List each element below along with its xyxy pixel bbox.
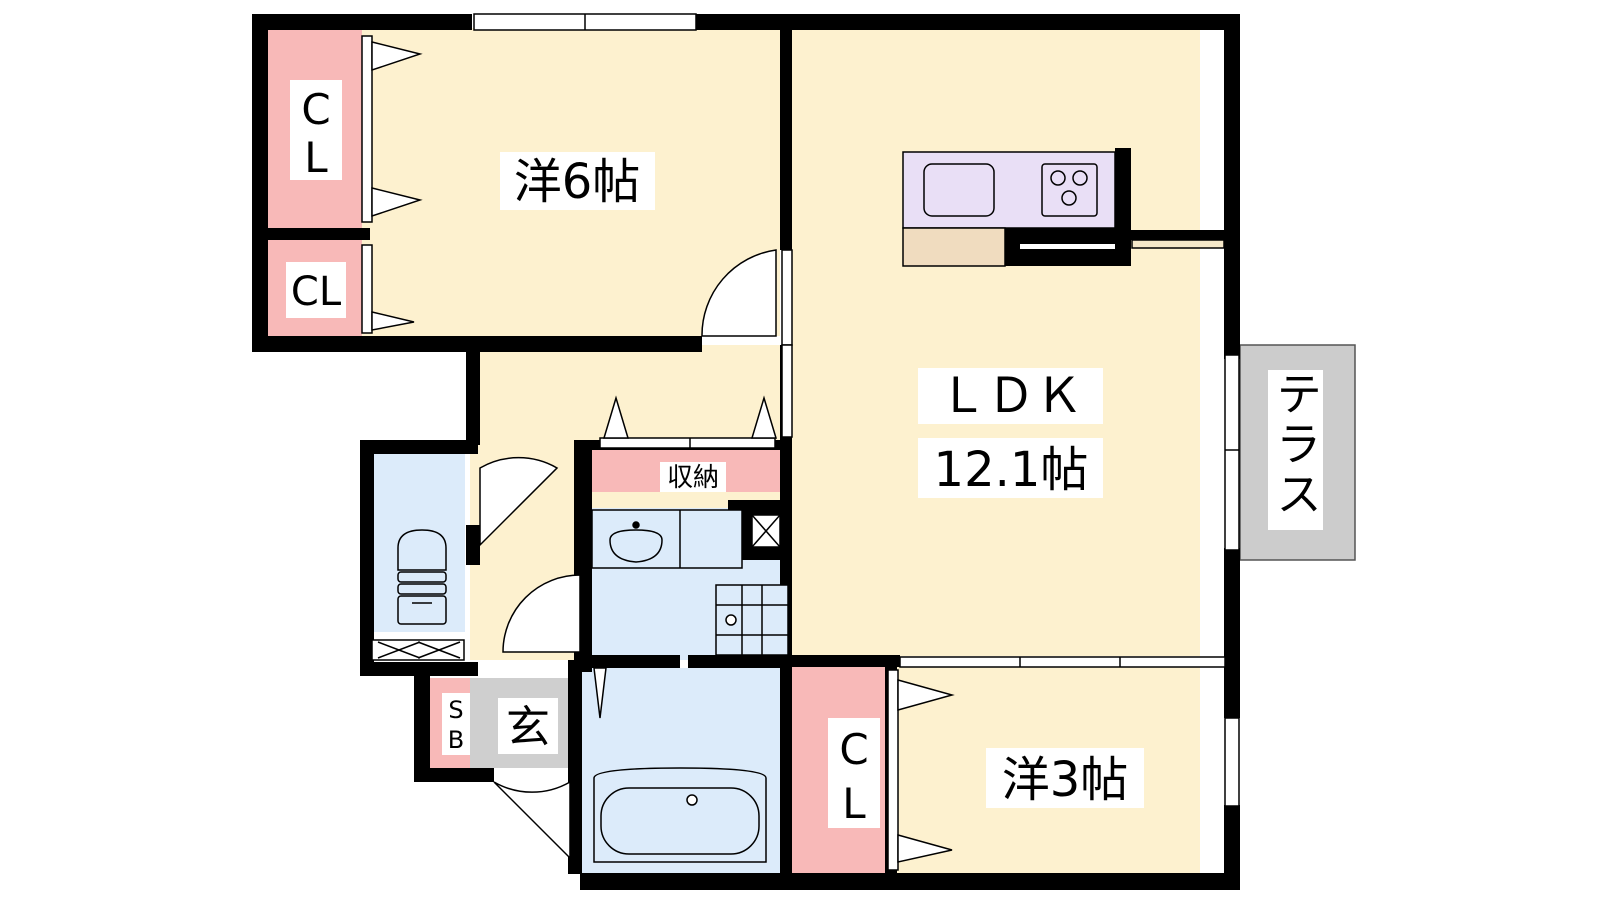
closet-top-label-l: L: [304, 133, 328, 182]
closet-top-label-c: C: [301, 85, 330, 134]
washbasin-icon: [591, 509, 743, 569]
terrace-label: テラス: [1269, 370, 1323, 520]
room-label-ldk: ＬＤＫ: [939, 368, 1083, 424]
room-label-western-3: 洋3帖: [1002, 752, 1129, 808]
shoe-box-label-s: S: [448, 696, 463, 724]
room-label-ldk-size: 12.1帖: [934, 442, 1089, 498]
toilet-icon: [371, 529, 465, 661]
closet-bottom-label-l: L: [842, 779, 866, 828]
room-label-western-6: 洋6帖: [514, 154, 641, 210]
bathtub-icon: [593, 767, 767, 863]
duct-icon: [751, 514, 781, 548]
shoe-box-label-b: B: [448, 726, 464, 754]
kitchen-counter-lower: [902, 227, 1006, 267]
swing-doors: [479, 249, 777, 860]
kitchen-unit: [902, 151, 1116, 267]
closet-doors: [361, 35, 955, 871]
laundry-pan-icon: [715, 584, 789, 656]
entrance-label: 玄: [506, 702, 550, 753]
labels: 洋6帖 ＬＤＫ 12.1帖 洋3帖 テラス 収納 玄 S B C L CL C …: [286, 80, 1323, 828]
ldk-floor: [790, 28, 1200, 656]
storage-label: 収納: [667, 463, 719, 493]
sink-icon: [923, 163, 995, 217]
closet-mid-label: CL: [291, 269, 342, 315]
stove-icon: [1041, 163, 1098, 217]
closet-bottom-label-c: C: [839, 725, 868, 774]
windows: [473, 13, 1240, 807]
